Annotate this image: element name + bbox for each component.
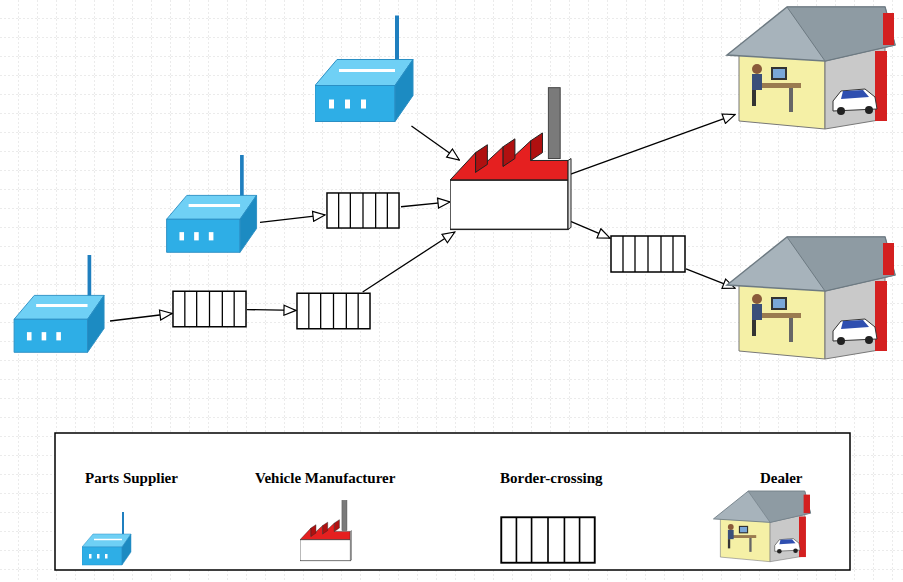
legend-label: Parts Supplier [85,470,178,487]
dealer-icon-art [725,5,897,133]
legend-border-icon [501,517,594,562]
dealer-icon-art [725,235,897,363]
flow-arrow [401,202,450,207]
flow-arrow [247,309,296,311]
dealer-icon [735,275,885,360]
vehicle-manufacturer-icon [450,160,570,232]
border-crossing-box [296,292,371,330]
legend-label: Vehicle Manufacturer [255,470,395,487]
flow-arrow [110,314,172,321]
border-crossing-box-art [296,292,371,330]
legend-factory-icon [300,500,352,560]
flow-arrow [570,221,610,238]
vehicle-manufacturer-icon-art [450,87,572,232]
border-crossing-box-art [172,290,247,328]
border-crossing-box-art [325,192,401,229]
legend-label: Border-crossing [500,470,603,487]
supplier-icon-art [10,255,110,356]
flow-arrow [411,126,459,160]
flow-arrow [570,115,735,175]
border-crossing-box [325,192,401,229]
flow-arrow [260,215,325,223]
supplier-icon [315,60,415,126]
supplier-icon-art [165,155,260,256]
flow-arrow [363,232,455,292]
border-crossing-box [172,290,247,328]
border-crossing-box [610,235,686,273]
legend-label: Dealer [760,470,802,487]
supplier-icon [165,200,260,256]
supplier-icon-art [315,15,415,126]
border-crossing-box-art [610,235,686,273]
legend-supplier-icon [82,512,131,565]
legend-box [55,433,850,570]
legend-dealer-icon [713,491,810,562]
dealer-icon [735,45,885,130]
supplier-icon [10,298,110,356]
